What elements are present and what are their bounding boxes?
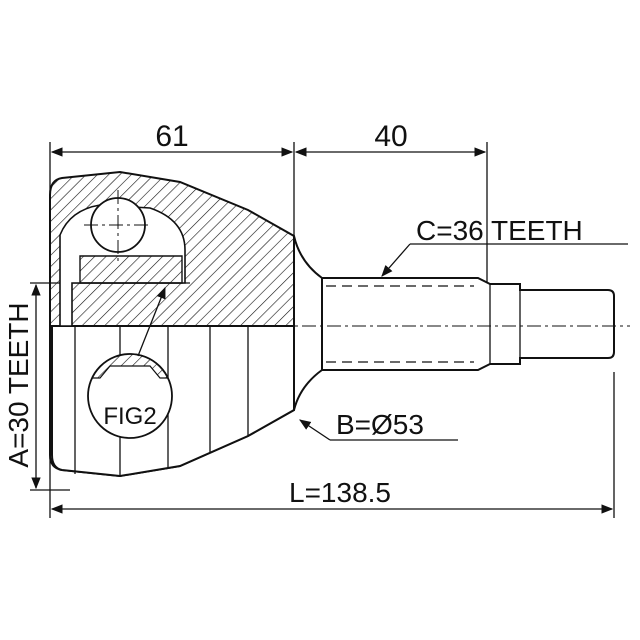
leader-b-diameter bbox=[299, 419, 458, 441]
length-label: L=138.5 bbox=[289, 477, 391, 508]
spline-a-label: A=30 TEETH bbox=[3, 302, 34, 467]
spline-c-label: C=36 TEETH bbox=[416, 215, 583, 246]
inner-cavity bbox=[59, 204, 186, 327]
dim-label-61: 61 bbox=[155, 120, 188, 153]
fig2-label: FIG2 bbox=[103, 403, 156, 430]
output-shaft bbox=[321, 277, 615, 371]
ball-bearing bbox=[84, 190, 152, 262]
dim-label-40: 40 bbox=[374, 120, 407, 153]
fig2-callout bbox=[87, 286, 173, 439]
diameter-b-label: B=Ø53 bbox=[336, 409, 424, 440]
leader-c-teeth bbox=[381, 243, 628, 277]
